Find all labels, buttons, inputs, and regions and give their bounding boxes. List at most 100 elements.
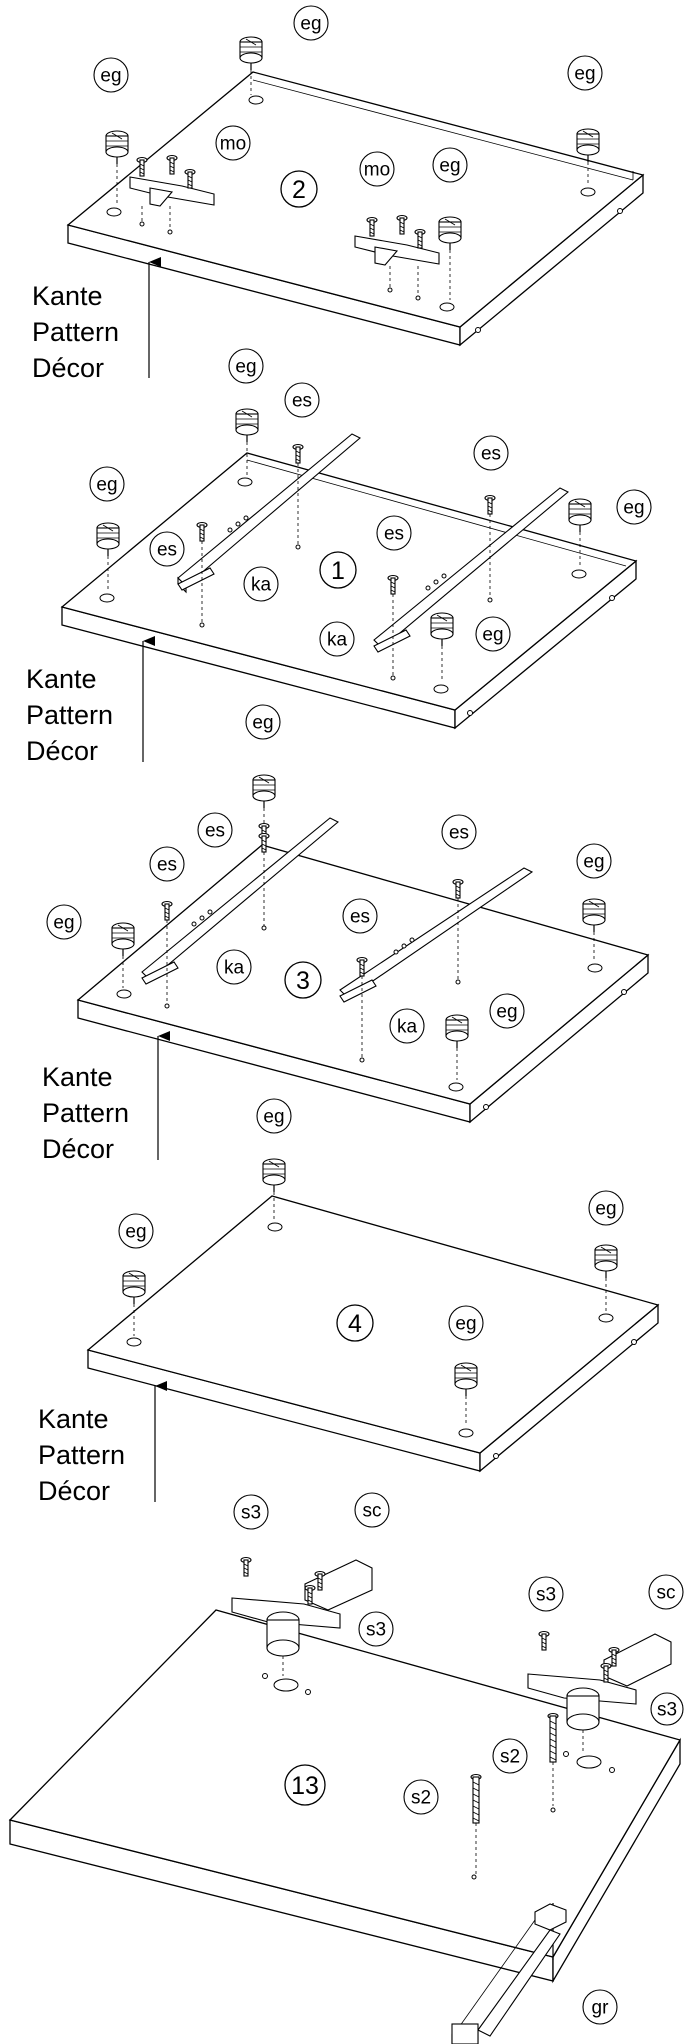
mounting-plate-icon: [129, 154, 215, 235]
callout-eg: eg: [567, 55, 603, 91]
panel-13: [8, 1556, 681, 2044]
callout-mo: mo: [215, 125, 251, 161]
callout-eg: eg: [228, 348, 264, 384]
edge-label-line3: Décor: [38, 1476, 110, 1506]
cam-fitting-icon: [105, 130, 129, 165]
cam-fitting-icon: [252, 774, 276, 809]
edge-label-line1: Kante: [38, 1404, 109, 1434]
callout-eg: eg: [432, 147, 468, 183]
callout-ka: ka: [243, 566, 279, 602]
long-screw-icon: [470, 1773, 482, 1824]
panel-3: [76, 774, 650, 1124]
callout-mo: mo: [359, 151, 395, 187]
svg-text:es: es: [449, 823, 469, 844]
callout-s2: s2: [492, 1738, 528, 1774]
svg-text:ka: ka: [397, 1017, 418, 1038]
callout-s3: s3: [650, 1692, 684, 1726]
callout-es: es: [376, 515, 412, 551]
drawer-rail-icon: [339, 867, 534, 1003]
callout-s2: s2: [403, 1779, 439, 1815]
svg-text:eg: eg: [583, 852, 604, 873]
svg-text:s2: s2: [411, 1788, 431, 1809]
callout-sc: sc: [648, 1574, 684, 1610]
cam-fitting-icon: [594, 1244, 618, 1279]
svg-text:eg: eg: [623, 498, 644, 519]
mounting-plate-icon: [354, 214, 440, 301]
callout-es: es: [149, 846, 185, 882]
edge-label-line1: Kante: [32, 281, 103, 311]
callout-eg: eg: [293, 5, 329, 41]
svg-text:eg: eg: [263, 1107, 284, 1128]
svg-text:eg: eg: [100, 66, 121, 87]
handle-icon: [451, 1903, 567, 2044]
edge-label-line2: Pattern: [26, 700, 113, 730]
svg-text:eg: eg: [595, 1199, 616, 1220]
svg-text:eg: eg: [482, 625, 503, 646]
svg-text:ka: ka: [251, 575, 272, 596]
svg-text:es: es: [481, 444, 501, 465]
svg-text:s3: s3: [366, 1620, 386, 1641]
cam-fitting-icon: [122, 1270, 146, 1305]
edge-label-line2: Pattern: [32, 317, 119, 347]
drawer-rail-icon: [177, 433, 361, 594]
callout-eg: eg: [448, 1305, 484, 1341]
svg-text:es: es: [384, 524, 404, 545]
edge-label-line3: Décor: [42, 1134, 114, 1164]
svg-text:eg: eg: [455, 1314, 476, 1335]
svg-text:mo: mo: [364, 160, 390, 181]
cam-fitting-icon: [576, 128, 600, 163]
svg-text:s3: s3: [657, 1700, 677, 1721]
callout-eg: eg: [245, 704, 281, 740]
cam-fitting-icon: [582, 898, 606, 933]
svg-text:eg: eg: [300, 14, 321, 35]
callout-gr: gr: [582, 1989, 618, 2025]
part-number-13: 13: [284, 1764, 326, 1806]
cam-fitting-icon: [262, 1158, 286, 1193]
callout-sc: sc: [354, 1492, 390, 1528]
part-number-3: 3: [284, 961, 322, 999]
svg-text:4: 4: [348, 1310, 362, 1338]
svg-text:eg: eg: [125, 1222, 146, 1243]
svg-text:es: es: [205, 821, 225, 842]
part-number-2: 2: [280, 170, 318, 208]
callout-eg: eg: [576, 843, 612, 879]
cam-fitting-icon: [111, 922, 135, 957]
drawer-rail-icon: [141, 817, 339, 985]
svg-text:ka: ka: [327, 630, 348, 651]
svg-text:eg: eg: [53, 913, 74, 934]
callout-ka: ka: [319, 621, 355, 657]
svg-text:eg: eg: [235, 357, 256, 378]
svg-text:3: 3: [296, 967, 310, 995]
svg-text:s2: s2: [500, 1747, 520, 1768]
callout-eg: eg: [256, 1098, 292, 1134]
long-screw-icon: [547, 1712, 559, 1763]
callout-es: es: [441, 814, 477, 850]
callout-es: es: [149, 531, 185, 567]
svg-text:eg: eg: [496, 1002, 517, 1023]
part-number-4: 4: [336, 1304, 374, 1342]
callout-es: es: [197, 812, 233, 848]
svg-text:es: es: [157, 855, 177, 876]
svg-text:ka: ka: [224, 958, 245, 979]
callout-eg: eg: [616, 489, 652, 525]
svg-text:13: 13: [291, 1772, 319, 1800]
cam-fitting-icon: [239, 36, 263, 71]
svg-text:eg: eg: [252, 713, 273, 734]
svg-text:s3: s3: [536, 1585, 556, 1606]
svg-text:eg: eg: [96, 475, 117, 496]
callout-s3: s3: [358, 1611, 394, 1647]
svg-text:es: es: [292, 391, 312, 412]
cam-fitting-icon: [568, 498, 592, 533]
edge-label: Kante Pattern Décor: [26, 664, 113, 766]
callout-eg: eg: [475, 616, 511, 652]
callout-ka: ka: [216, 949, 252, 985]
callout-eg: eg: [46, 904, 82, 940]
svg-text:sc: sc: [657, 1583, 676, 1604]
callout-s3: s3: [233, 1494, 269, 1530]
edge-label-line3: Décor: [32, 353, 104, 383]
callout-es: es: [284, 382, 320, 418]
cam-fitting-icon: [235, 408, 259, 443]
svg-text:mo: mo: [220, 134, 246, 155]
callout-eg: eg: [93, 57, 129, 93]
